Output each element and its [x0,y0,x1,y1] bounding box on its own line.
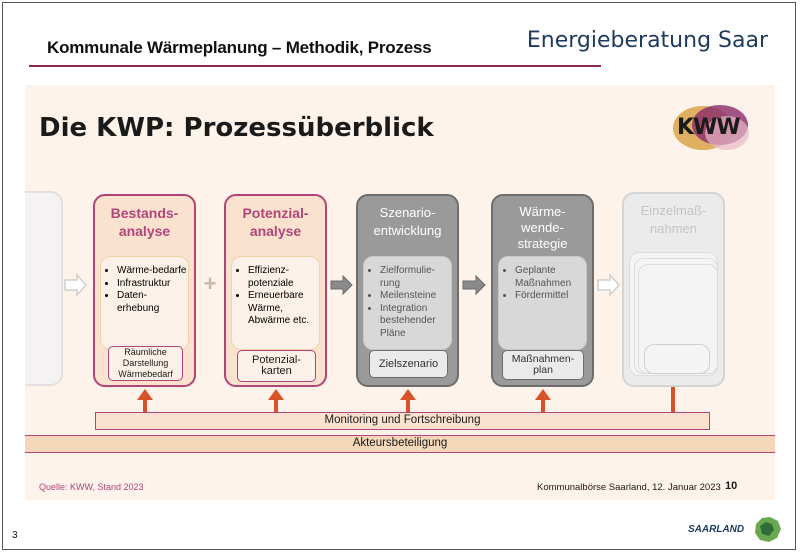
step-output: Räumliche Darstellung Wärmebedarf [108,346,183,381]
saarland-logo-text: SAARLAND [688,524,745,535]
slide-title: Die KWP: Prozessüberblick [39,113,434,143]
akteursbeteiligung-bar: Akteursbeteiligung [25,435,775,453]
bullet: Integration bestehender Pläne [380,303,451,341]
event-note: Kommunalbörse Saarland, 12. Januar 2023 [537,482,721,493]
step-einzelmassnahmen: Einzelmaß- nahmen [622,192,725,387]
header-divider [29,65,601,67]
step-title: Szenario- entwicklung [373,205,442,238]
arrow-outline-right [64,273,88,297]
plus-operator: + [203,271,217,296]
embedded-slide: Die KWP: Prozessüberblick KWW Bestands- … [25,85,775,500]
ghost-step-box [25,191,63,386]
step-potenzialanalyse: Potenzial- analyse Effizienz-potenziale … [224,194,327,387]
arrow-gray-right [462,274,486,296]
step-bullets: Geplante Maßnahmen Fördermittel [498,256,587,350]
step-waermewendestrategie: Wärme- wende- strategie Geplante Maßnahm… [491,194,594,387]
step-title: Potenzial- analyse [242,205,309,239]
step-title: Bestands- analyse [110,205,179,239]
monitoring-bar: Monitoring und Fortschreibung [95,412,710,430]
bullet: Wärme-bedarfe [117,265,188,278]
source-note: Quelle: KWW, Stand 2023 [39,482,144,492]
feedback-line [671,387,675,413]
step-output: Maßnahmen-plan [502,350,584,380]
bullet: Daten-erhebung [117,290,188,315]
step-title: Einzelmaß- nahmen [640,203,707,236]
kww-logo-text: KWW [677,115,741,140]
step-bullets: Zielformulie-rung Meilensteine Integrati… [363,256,452,350]
step-bullets: Effizienz-potenziale Erneuerbare Wärme, … [231,256,320,350]
page-number: 3 [12,530,18,541]
bullet: Geplante Maßnahmen [515,265,586,290]
arrow-outline-right [597,273,621,297]
bullet: Zielformulie-rung [380,265,451,290]
bullet: Meilensteine [380,290,451,303]
kww-logo [673,105,749,150]
slide-page-number: 10 [725,480,738,492]
step-output: Potenzial-karten [237,350,316,382]
stacked-card [644,344,710,374]
arrow-up [137,389,153,413]
step-output: Zielszenario [369,350,448,378]
arrow-up [268,389,284,413]
step-szenarioentwicklung: Szenario- entwicklung Zielformulie-rung … [356,194,459,387]
bullet: Effizienz-potenziale [248,265,319,290]
bullet: Fördermittel [515,290,586,303]
step-bestandsanalyse: Bestands- analyse Wärme-bedarfe Infrastr… [93,194,196,387]
arrow-up [400,389,416,413]
arrow-gray-right [330,274,353,296]
page-title: Kommunale Wärmeplanung – Methodik, Proze… [47,38,432,57]
saarland-map-icon [755,517,781,542]
arrow-up [535,389,551,413]
brand-logo-text: Energieberatung Saar [526,28,768,53]
step-bullets: Wärme-bedarfe Infrastruktur Daten-erhebu… [100,256,189,350]
step-title: Wärme- wende- strategie [517,204,568,251]
bullet: Erneuerbare Wärme, Abwärme etc. [248,290,319,328]
bullet: Infrastruktur [117,278,188,291]
